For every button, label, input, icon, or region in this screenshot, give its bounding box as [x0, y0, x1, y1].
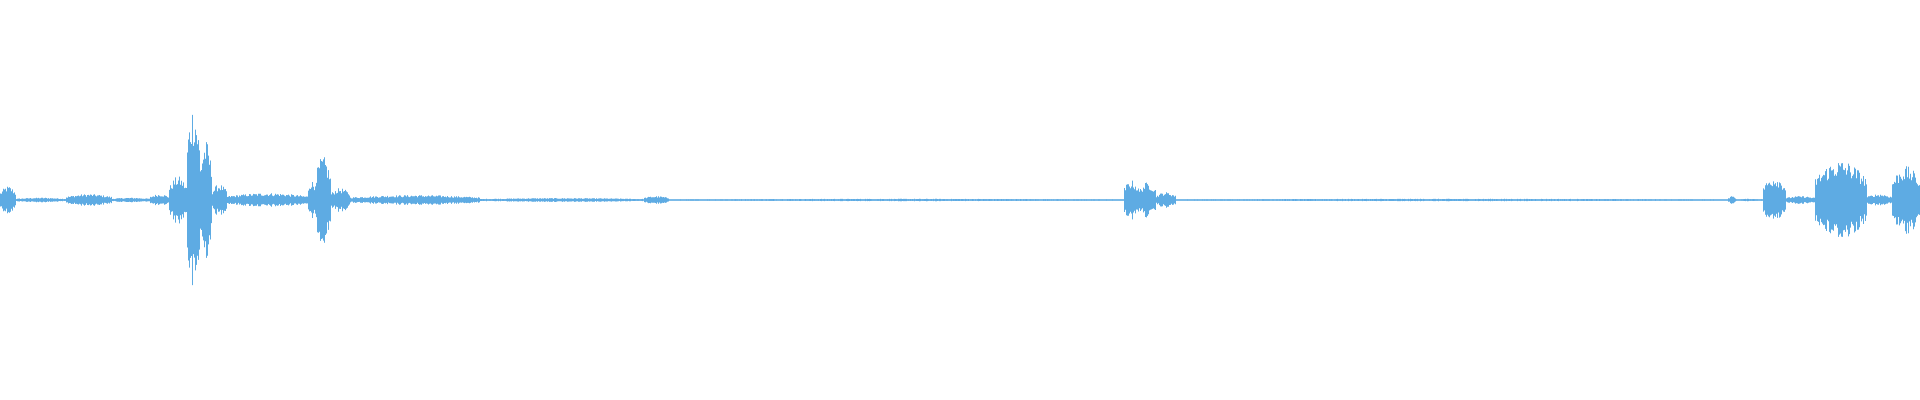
- audio-waveform: [0, 114, 1920, 286]
